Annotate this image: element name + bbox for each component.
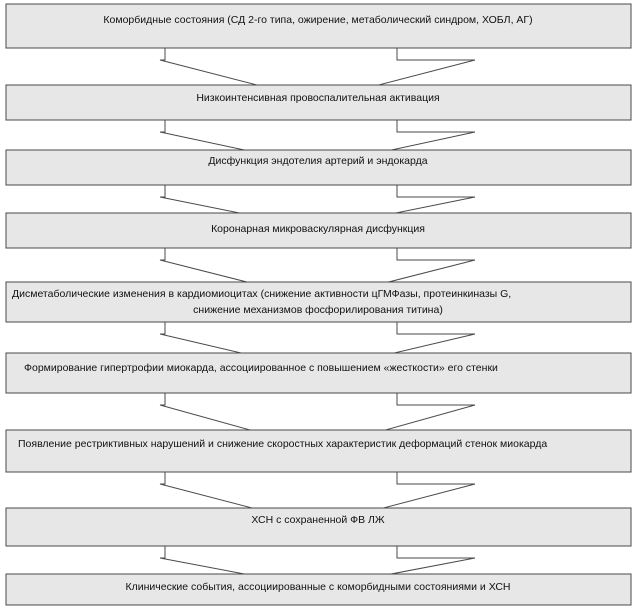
step-box [5, 573, 632, 606]
step-box [5, 3, 632, 49]
step-label: Дисметаболические изменения в кардиомиоц… [12, 288, 511, 300]
step-label: Низкоинтенсивная провоспалительная актив… [196, 92, 439, 104]
flow-step-7: Появление рестриктивных нарушений и сниж… [5, 429, 632, 473]
flow-arrow-2 [159, 119, 476, 167]
flow-step-5: Дисметаболические изменения в кардиомиоц… [5, 281, 632, 323]
step-label: снижение механизмов фосфорилирования тит… [193, 304, 443, 316]
step-label: Дисфункция эндотелия артерий и эндокарда [208, 155, 427, 167]
flow-step-6: Формирование гипертрофии миокарда, ассоц… [5, 352, 632, 394]
step-label: ХСН с сохраненной ФВ ЛЖ [251, 514, 385, 526]
flow-step-3: Дисфункция эндотелия артерий и эндокарда [5, 149, 632, 186]
flow-arrow-6 [159, 392, 476, 450]
step-box [5, 352, 632, 394]
step-box [5, 212, 632, 249]
flow-step-8: ХСН с сохраненной ФВ ЛЖ [5, 507, 632, 547]
flow-step-9: Клинические события, ассоциированные с к… [5, 573, 632, 606]
step-label: Появление рестриктивных нарушений и сниж… [18, 438, 547, 450]
step-box [5, 429, 632, 473]
flow-step-2: Низкоинтенсивная провоспалительная актив… [5, 84, 632, 121]
flow-arrow-8 [159, 545, 476, 589]
step-label: Коронарная микроваскулярная дисфункция [211, 223, 425, 235]
step-box [5, 149, 632, 186]
step-box [5, 507, 632, 547]
step-label: Клинические события, ассоциированные с к… [125, 581, 510, 593]
step-label: Формирование гипертрофии миокарда, ассоц… [24, 362, 498, 374]
flow-step-4: Коронарная микроваскулярная дисфункция [5, 212, 632, 249]
flow-step-1: Коморбидные состояния (СД 2-го типа, ожи… [5, 3, 632, 49]
step-box [5, 281, 632, 323]
flow-arrow-4 [159, 247, 476, 301]
flow-arrow-7 [159, 471, 476, 526]
step-label: Коморбидные состояния (СД 2-го типа, ожи… [103, 14, 532, 26]
flow-arrow-1 [159, 47, 476, 102]
step-box [5, 84, 632, 121]
